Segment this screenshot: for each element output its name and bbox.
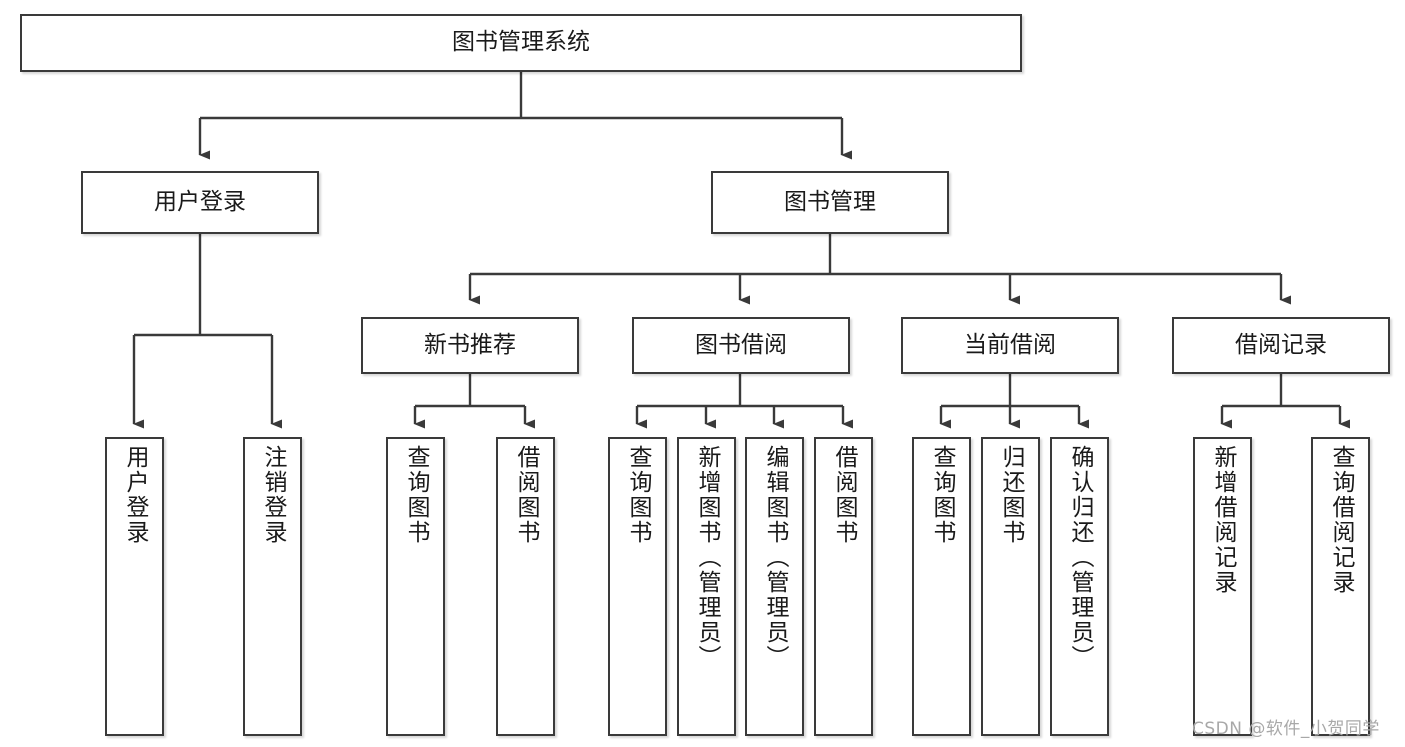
node-new-book-recommend[interactable]: 新书推荐 [361, 317, 579, 374]
node-label: 借阅图书 [513, 445, 539, 545]
node-label: 图书借阅 [695, 331, 787, 358]
node-label: 查询图书 [403, 445, 429, 545]
node-label: 查询图书 [929, 445, 955, 545]
leaf-current-return-book[interactable]: 归还图书 [981, 437, 1040, 736]
node-label: 新增图书（管理员） [694, 445, 720, 670]
node-label: 新增借阅记录 [1210, 445, 1236, 595]
node-user-login[interactable]: 用户登录 [81, 171, 319, 234]
node-label: 借阅图书 [831, 445, 857, 545]
node-label: 用户登录 [154, 188, 246, 215]
node-root-system[interactable]: 图书管理系统 [20, 14, 1022, 72]
leaf-borrow-add-book-admin[interactable]: 新增图书（管理员） [677, 437, 736, 736]
node-book-management[interactable]: 图书管理 [711, 171, 949, 234]
node-book-borrow[interactable]: 图书借阅 [632, 317, 850, 374]
leaf-record-add-record[interactable]: 新增借阅记录 [1193, 437, 1252, 736]
node-label: 用户登录 [122, 445, 148, 545]
node-borrow-record[interactable]: 借阅记录 [1172, 317, 1390, 374]
node-label: 图书管理 [784, 188, 876, 215]
node-label: 当前借阅 [964, 331, 1056, 358]
leaf-current-query-book[interactable]: 查询图书 [912, 437, 971, 736]
node-label: 编辑图书（管理员） [762, 445, 788, 670]
leaf-borrow-borrow-book[interactable]: 借阅图书 [814, 437, 873, 736]
leaf-borrow-edit-book-admin[interactable]: 编辑图书（管理员） [745, 437, 804, 736]
leaf-recommend-query-book[interactable]: 查询图书 [386, 437, 445, 736]
leaf-borrow-query-book[interactable]: 查询图书 [608, 437, 667, 736]
node-label: 查询图书 [625, 445, 651, 545]
node-current-borrow[interactable]: 当前借阅 [901, 317, 1119, 374]
leaf-current-confirm-return-admin[interactable]: 确认归还（管理员） [1050, 437, 1109, 736]
node-label: 借阅记录 [1235, 331, 1327, 358]
node-label: 确认归还（管理员） [1067, 445, 1093, 670]
node-label: 注销登录 [260, 445, 286, 545]
leaf-record-query-record[interactable]: 查询借阅记录 [1311, 437, 1370, 736]
node-label: 查询借阅记录 [1328, 445, 1354, 595]
node-label: 归还图书 [998, 445, 1024, 545]
leaf-user-login-logout[interactable]: 注销登录 [243, 437, 302, 736]
node-label: 图书管理系统 [452, 29, 590, 56]
leaf-recommend-borrow-book[interactable]: 借阅图书 [496, 437, 555, 736]
node-label: 新书推荐 [424, 331, 516, 358]
leaf-user-login-login[interactable]: 用户登录 [105, 437, 164, 736]
csdn-watermark: CSDN @软件_小贺同学 [1192, 719, 1380, 739]
